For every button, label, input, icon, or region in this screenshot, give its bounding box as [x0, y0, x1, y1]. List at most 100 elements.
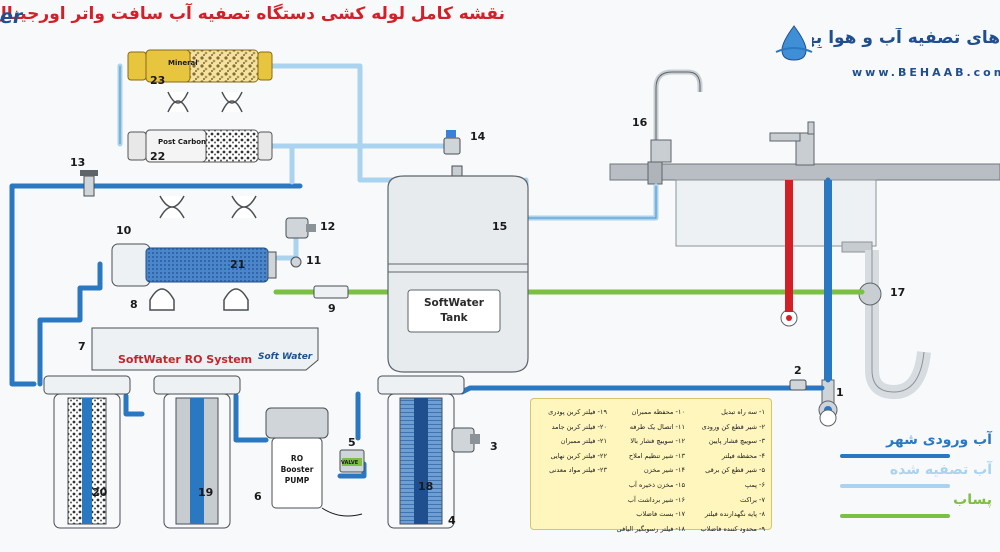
page-title: نقشه کامل لوله کشی دستگاه تصفیه آب سافت … — [0, 4, 505, 24]
legend-item: ۱۹- فیلتر کربن پودری — [548, 408, 607, 416]
cold-blue-pipe — [824, 180, 832, 380]
legend-item: ۱۵- مخزن ذخیره آب — [628, 480, 685, 489]
legend-item: ۱۱- اتصال یک طرفه — [629, 422, 685, 431]
callout-6: 6 — [254, 490, 262, 503]
carbon-block-housing — [43, 375, 131, 529]
brand-name: های تصفیه آب و هوا بِهاب — [812, 28, 1000, 48]
callout-18: 18 — [418, 480, 434, 493]
legend-item: ۲۳- فیلتر مواد معدنی — [549, 466, 607, 475]
legend-col-mid: ۱۰- محفظه ممبران ۱۱- اتصال یک طرفه ۱۲- س… — [607, 405, 685, 536]
drain-hole-inlet — [819, 409, 837, 427]
key-line-purified — [840, 484, 950, 488]
callout-4: 4 — [448, 514, 456, 527]
salt-control-valve — [80, 170, 98, 197]
callout-2: 2 — [794, 364, 802, 377]
brand-logo-icon — [775, 25, 813, 61]
callout-22: 22 — [150, 150, 166, 163]
callout-3: 3 — [490, 440, 498, 453]
callout-15: 15 — [492, 220, 508, 233]
callout-21: 21 — [230, 258, 246, 271]
ro-system-bracket — [91, 327, 319, 371]
kitchen-faucet — [769, 121, 815, 166]
legend-item: ۱۸- فیلتر رسوبگیر الیافی — [616, 524, 685, 533]
legend-col-right: ۱- سه راه تبدیل ۲- شیر قطع کن ورودی ۳- س… — [687, 405, 765, 536]
high-pressure-switch — [285, 217, 316, 239]
callout-5: 5 — [348, 436, 356, 449]
key-purified-water: آب تصفیه شده — [889, 462, 992, 478]
legend-item: ۳- سوییچ فشار پایین — [708, 437, 765, 446]
tank-label-line1: SoftWater — [424, 297, 484, 309]
parts-legend: ۱- سه راه تبدیل ۲- شیر قطع کن ورودی ۳- س… — [529, 398, 772, 533]
kitchen-counter — [609, 163, 1000, 253]
ro-brand-label: Soft Water — [258, 352, 313, 362]
callout-13: 13 — [70, 156, 86, 169]
callout-20: 20 — [92, 486, 108, 499]
legend-item: ۶- پمپ — [744, 480, 765, 489]
callout-9: 9 — [328, 302, 336, 315]
callout-16: 16 — [632, 116, 648, 129]
key-line-waste — [840, 514, 950, 518]
tank-valve — [443, 130, 461, 155]
membrane-housing — [111, 243, 277, 287]
callout-7: 7 — [78, 340, 86, 353]
ro-system-label: SoftWater RO System — [118, 353, 253, 366]
filter-clips — [149, 91, 257, 311]
solenoid-valve — [339, 449, 365, 473]
legend-item: ۲۰- فیلتر کربن جامد — [551, 422, 607, 431]
legend-item: ۱۰- محفظه ممبران — [631, 408, 685, 416]
legend-item: ۹- محدود کننده فاضلاب — [700, 524, 765, 533]
legend-item: ۲- شیر قطع کن ورودی — [701, 422, 765, 431]
mineral-label: Mineral — [168, 59, 198, 67]
callout-17: 17 — [890, 286, 906, 299]
post-carbon-filter — [127, 129, 273, 163]
callout-19: 19 — [198, 486, 214, 499]
legend-item: ۴- محفظه فیلتر — [721, 451, 765, 460]
legend-item: ۱۷- بست فاضلاب — [636, 510, 685, 519]
callout-10: 10 — [116, 224, 132, 237]
brand-partial: er — [0, 6, 23, 28]
tank-label-line2: Tank — [440, 312, 468, 324]
pump-label: RO Booster PUMP — [274, 453, 320, 486]
callout-14: 14 — [470, 130, 486, 143]
legend-item: ۵- شیر قطع کن برقی — [705, 466, 765, 475]
legend-col-left: ۱۹- فیلتر کربن پودری ۲۰- فیلتر کربن جامد… — [529, 405, 607, 478]
key-waste-water: پساب — [953, 492, 992, 508]
callout-8: 8 — [130, 298, 138, 311]
inlet-shutoff-valve — [789, 379, 807, 391]
legend-item: ۲۲- فیلتر کربن نهایی — [550, 451, 607, 460]
key-city-water: آب ورودی شهر — [886, 432, 992, 448]
sediment-housing — [377, 375, 465, 529]
tank-label: SoftWater Tank — [412, 296, 496, 326]
legend-item: ۱۲- سوییچ فشار بالا — [630, 437, 685, 446]
pump-label-line3: PUMP — [284, 476, 310, 485]
legend-item: ۸- پایه نگهدارنده فیلتر — [704, 510, 765, 519]
mineral-filter — [127, 49, 273, 83]
legend-item: ۱۴- شیر مخزن — [643, 466, 685, 475]
post-carbon-label: Post Carbon — [158, 138, 207, 146]
pump-label-line1: RO — [290, 454, 304, 463]
storage-tank — [387, 165, 529, 373]
legend-item: ۱- سه راه تبدیل — [721, 408, 765, 416]
powdered-carbon-housing — [153, 375, 241, 529]
callout-23: 23 — [150, 74, 166, 87]
legend-item: ۷- براکت — [740, 495, 765, 504]
pump-label-line2: Booster — [280, 465, 314, 474]
waste-flow-restrictor — [313, 285, 349, 299]
callout-12: 12 — [320, 220, 336, 233]
hot-red-pipe — [785, 180, 793, 312]
drain-pipe — [858, 250, 931, 400]
legend-item: ۱۳- شیر تنظیم املاح — [628, 451, 685, 460]
valve-tag: VALVE — [341, 460, 359, 466]
callout-11: 11 — [306, 254, 322, 267]
city-water-pipes — [9, 177, 831, 479]
booster-pump — [265, 407, 363, 517]
callout-1: 1 — [836, 386, 844, 399]
legend-item: ۱۶- شیر برداشت آب — [627, 495, 685, 504]
brand-url: www.BEHAAB.com — [852, 66, 1000, 79]
legend-item: ۲۱- فیلتر ممبران — [560, 437, 607, 446]
low-pressure-switch — [451, 427, 480, 453]
key-line-city — [840, 454, 950, 458]
check-valve — [290, 256, 302, 268]
